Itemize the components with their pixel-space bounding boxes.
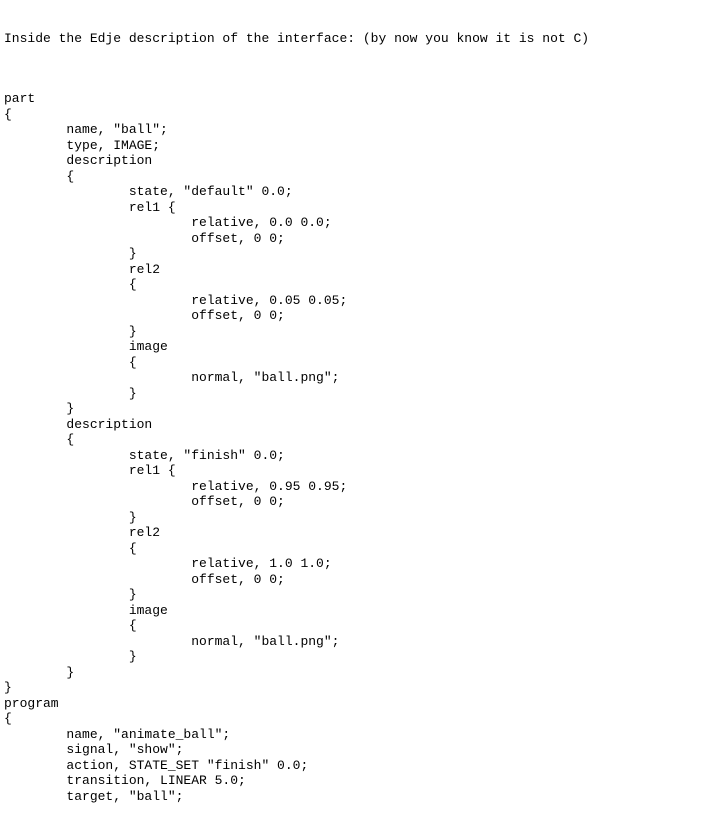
code-line: type, IMAGE; xyxy=(4,137,161,153)
code-line: image xyxy=(4,602,168,618)
code-line: action, STATE_SET "finish" 0.0; xyxy=(4,757,309,773)
code-line: } xyxy=(4,664,75,680)
code-line: } xyxy=(4,246,137,261)
code-line: } xyxy=(4,587,137,602)
code-line: } xyxy=(4,323,137,339)
code-line: offset, 0 0; xyxy=(4,494,285,509)
code-line: { xyxy=(4,106,12,122)
code-line: relative, 0.05 0.05; xyxy=(4,292,348,308)
code-line: rel1 { xyxy=(4,199,176,215)
code-line: relative, 0.0 0.0; xyxy=(4,215,332,230)
code-line: state, "default" 0.0; xyxy=(4,184,293,199)
heading-text: Inside the Edje description of the inter… xyxy=(4,31,590,46)
code-line: part xyxy=(4,91,36,106)
code-line: offset, 0 0; xyxy=(4,308,285,323)
code-line: } xyxy=(4,401,75,416)
code-line: signal, "show"; xyxy=(4,742,184,757)
code-block: part{ name, "ball"; type, IMAGE; descrip… xyxy=(4,91,716,804)
code-line: relative, 0.95 0.95; xyxy=(4,478,348,494)
code-line: rel1 { xyxy=(4,463,176,478)
code-line: } xyxy=(4,385,137,401)
document: Inside the Edje description of the inter… xyxy=(4,0,716,819)
code-line: name, "ball"; xyxy=(4,122,168,137)
code-line: normal, "ball.png"; xyxy=(4,370,340,385)
code-line: } xyxy=(4,509,137,525)
code-line: } xyxy=(4,649,137,664)
code-line: { xyxy=(4,540,137,556)
code-line: { xyxy=(4,277,137,292)
code-line: state, "finish" 0.0; xyxy=(4,447,285,463)
code-line: rel2 xyxy=(4,261,161,277)
code-line: offset, 0 0; xyxy=(4,230,285,246)
code-line: } xyxy=(4,680,12,695)
code-line: rel2 xyxy=(4,525,161,540)
code-line: description xyxy=(4,416,153,432)
code-line: transition, LINEAR 5.0; xyxy=(4,773,246,788)
code-line: image xyxy=(4,339,168,354)
code-line: target, "ball"; xyxy=(4,788,184,804)
code-line: { xyxy=(4,168,75,184)
code-line: { xyxy=(4,618,137,633)
code-line: relative, 1.0 1.0; xyxy=(4,556,332,571)
code-line: description xyxy=(4,153,153,168)
code-line: normal, "ball.png"; xyxy=(4,633,340,649)
code-line: { xyxy=(4,354,137,370)
code-line: { xyxy=(4,711,12,726)
code-line: name, "animate_ball"; xyxy=(4,726,231,742)
code-line: offset, 0 0; xyxy=(4,571,285,587)
code-line: { xyxy=(4,432,75,447)
code-line: program xyxy=(4,695,59,711)
